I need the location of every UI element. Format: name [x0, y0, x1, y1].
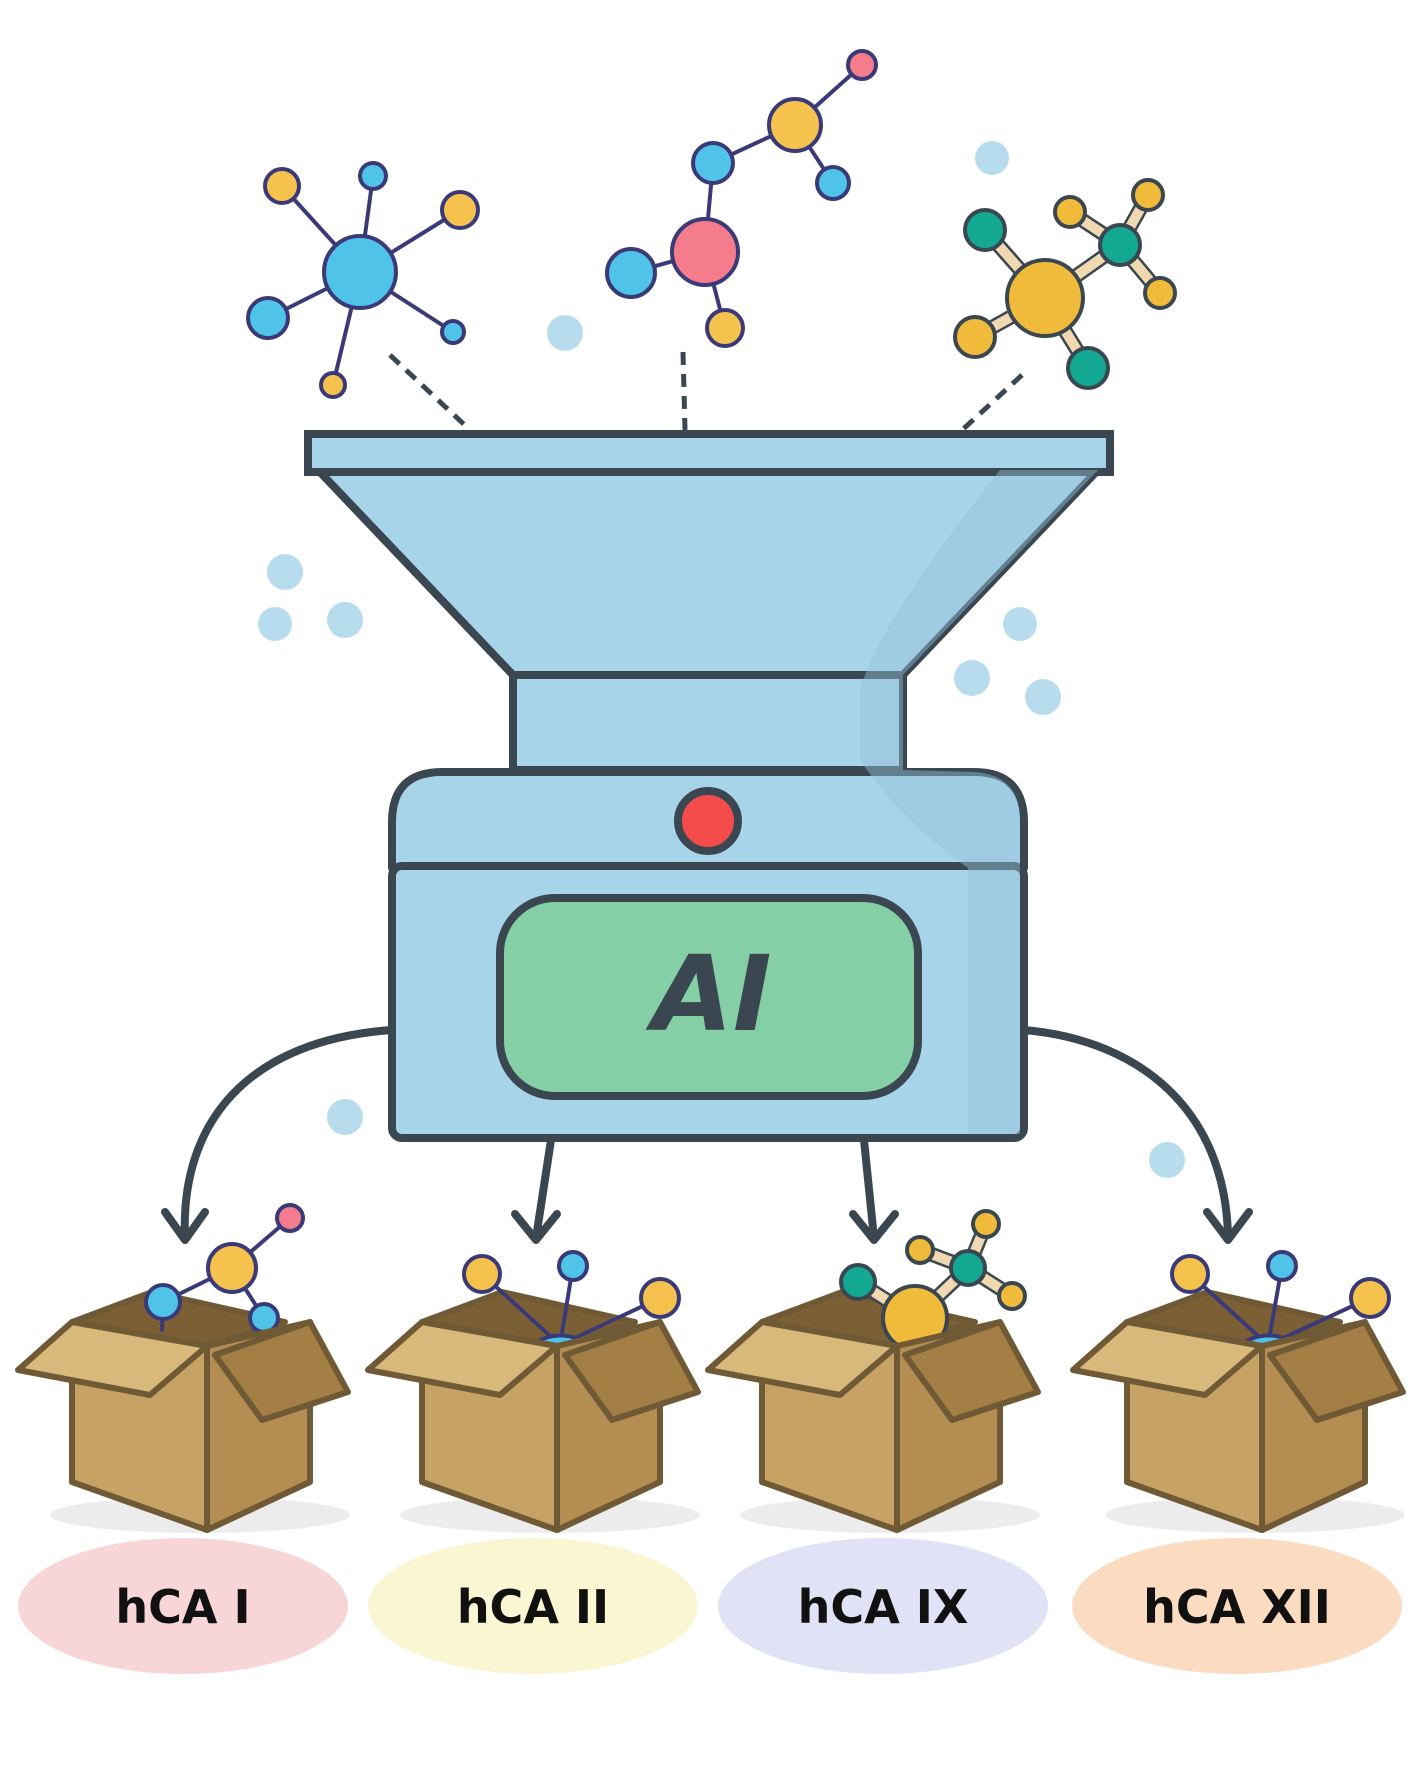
pill-bg-4 — [1072, 1538, 1402, 1674]
box-label-3: hCA IX — [798, 1580, 969, 1634]
label-pill-1: hCA I — [18, 1538, 348, 1674]
decorative-dots — [258, 141, 1185, 1178]
ai-label: AI — [645, 933, 771, 1055]
arrow-head-3 — [849, 1210, 899, 1244]
label-pill-3: hCA IX — [718, 1538, 1048, 1674]
pill-bg-3 — [718, 1538, 1048, 1674]
box-1 — [15, 1203, 351, 1533]
molecule-chain-icon — [605, 49, 878, 348]
arrow-head-1 — [161, 1208, 209, 1244]
box-4 — [1070, 1250, 1406, 1533]
box-3 — [705, 1209, 1041, 1533]
ai-screen — [496, 894, 922, 1100]
funnel-neck — [509, 671, 907, 774]
arrow-to-box-3 — [860, 1136, 878, 1242]
arrow-head-4 — [1203, 1208, 1253, 1244]
arrow-to-box-4 — [1020, 1026, 1232, 1240]
arrow-head-2 — [511, 1210, 561, 1244]
box-label-2: hCA II — [457, 1580, 609, 1634]
pill-bg-2 — [368, 1538, 698, 1674]
box-2 — [365, 1250, 701, 1533]
label-pill-4: hCA XII — [1072, 1538, 1402, 1674]
machine-shade — [860, 470, 1098, 1134]
motion-lines — [388, 351, 1024, 434]
box-label-1: hCA I — [115, 1580, 250, 1634]
pill-bg-1 — [18, 1538, 348, 1674]
status-light — [674, 787, 742, 855]
output-arrows — [161, 1026, 1253, 1244]
arrow-to-box-2 — [532, 1136, 555, 1242]
label-pill-2: hCA II — [368, 1538, 698, 1674]
molecule-star-icon — [246, 161, 480, 399]
funnel-rim — [304, 430, 1114, 476]
box-label-4: hCA XII — [1143, 1580, 1331, 1634]
arrow-to-box-1 — [180, 1026, 396, 1242]
molecule-tetrahedral-icon — [953, 178, 1177, 390]
sorting-machine: AI — [304, 430, 1114, 1142]
